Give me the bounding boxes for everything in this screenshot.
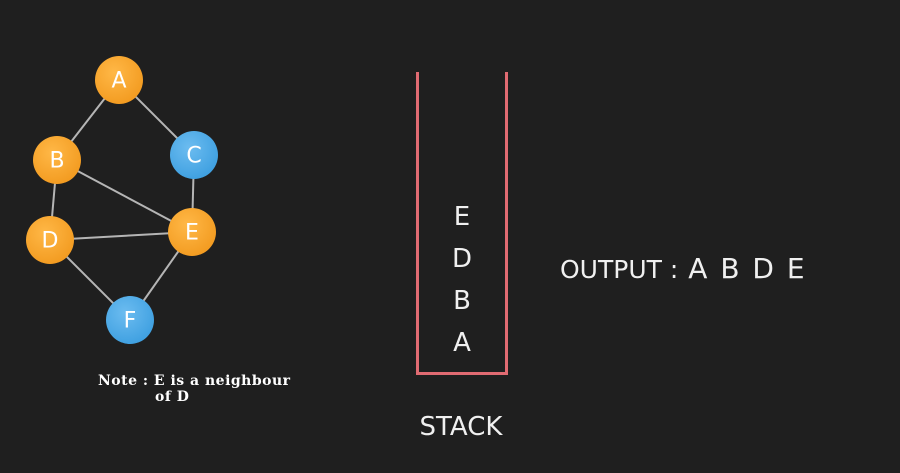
node-d: D xyxy=(26,216,74,264)
stack-item-b: B xyxy=(453,286,471,316)
stack-item-d: D xyxy=(451,244,473,274)
node-c-label: C xyxy=(186,144,201,169)
node-b-label: B xyxy=(49,149,64,174)
node-a-circle xyxy=(95,56,143,104)
stack-item-a: A xyxy=(453,328,471,358)
stack-items: A B D E xyxy=(419,196,505,364)
node-a: A xyxy=(95,56,143,104)
output-values: A B D E xyxy=(688,252,805,285)
stack-item-e: E xyxy=(453,202,471,232)
node-d-label: D xyxy=(42,229,59,254)
node-c: C xyxy=(170,131,218,179)
note-line-1: Note : E is a neighbour xyxy=(98,373,291,389)
node-a-label: A xyxy=(111,69,126,94)
node-e-label: E xyxy=(185,221,199,246)
node-f-label: F xyxy=(124,309,137,334)
graph-diagram: A B C D E F xyxy=(26,56,218,344)
node-e: E xyxy=(168,208,216,256)
output-display: OUTPUT : A B D E xyxy=(560,252,805,285)
output-label: OUTPUT : xyxy=(560,255,679,284)
node-c-circle xyxy=(170,131,218,179)
node-e-circle xyxy=(168,208,216,256)
node-f-circle xyxy=(106,296,154,344)
edge-b-e xyxy=(56,159,193,233)
node-b: B xyxy=(33,136,81,184)
stack-caption: STACK xyxy=(419,412,503,442)
note-text: Note : E is a neighbour of D xyxy=(98,373,291,405)
node-b-circle xyxy=(33,136,81,184)
note-line-2: of D xyxy=(155,389,190,405)
node-d-circle xyxy=(26,216,74,264)
node-f: F xyxy=(106,296,154,344)
stack-container: A B D E xyxy=(416,72,508,375)
